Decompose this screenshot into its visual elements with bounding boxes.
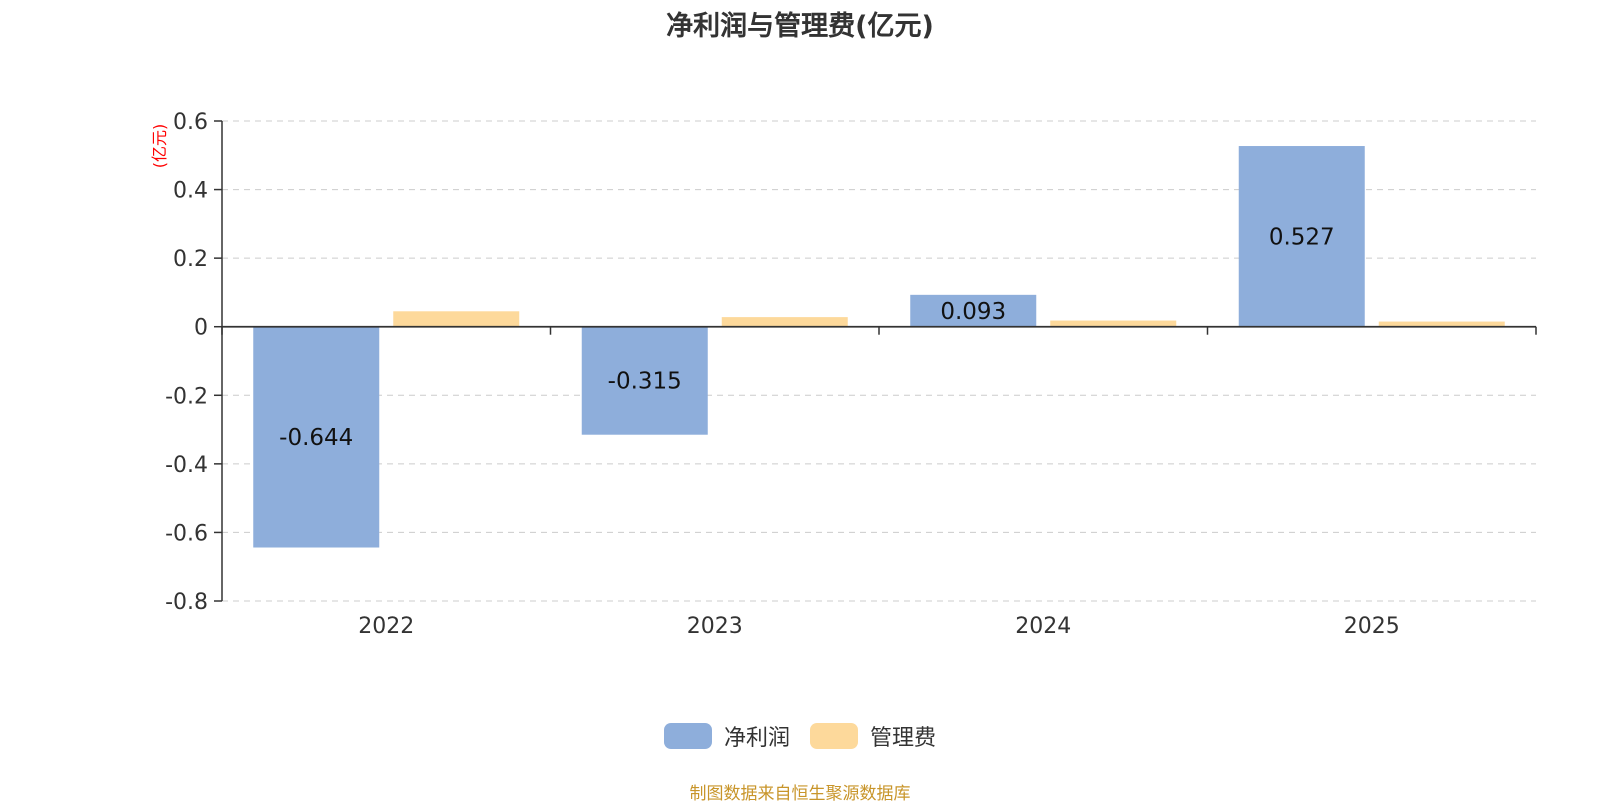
source-note: 制图数据来自恒生聚源数据库 — [689, 784, 911, 804]
y-tick-label: 0.2 — [173, 247, 208, 272]
x-tick-label: 2024 — [1015, 614, 1071, 639]
legend-item-admin-expense[interactable]: 管理费 — [810, 720, 936, 752]
bar-admin-expense — [1378, 321, 1505, 327]
y-tick-label: 0.6 — [173, 110, 208, 135]
legend-item-net-profit[interactable]: 净利润 — [663, 720, 790, 752]
data-label: 0.093 — [940, 299, 1006, 325]
bar-admin-expense — [721, 317, 848, 327]
bar-admin-expense — [393, 311, 520, 327]
data-label: -0.644 — [279, 425, 353, 451]
legend: 净利润 管理费 — [0, 720, 1600, 752]
bar-chart: 0.6 0.4 0.2 0 -0.2 -0.4 -0.6 -0.8 (亿元) -0.644 2022… — [150, 110, 1537, 639]
legend-swatch-admin-expense — [810, 723, 858, 749]
y-tick-label: -0.2 — [165, 384, 208, 409]
y-tick-label: -0.8 — [165, 590, 208, 615]
y-axis-label: (亿元) — [150, 124, 169, 169]
bar-net-profit — [253, 326, 380, 548]
x-tick-label: 2025 — [1344, 614, 1400, 639]
y-tick-label: -0.6 — [165, 521, 208, 546]
bar-net-profit — [1238, 146, 1365, 327]
data-label: 0.527 — [1269, 224, 1335, 250]
chart-title: 净利润与管理费(亿元) — [666, 11, 934, 42]
y-tick-label: 0 — [194, 316, 208, 341]
data-label: -0.315 — [608, 369, 682, 395]
legend-label-admin-expense: 管理费 — [870, 726, 937, 751]
bar-net-profit — [581, 326, 708, 435]
legend-label-net-profit: 净利润 — [723, 726, 790, 751]
legend-swatch-net-profit — [663, 723, 712, 749]
y-tick-label: 0.4 — [173, 179, 208, 204]
bar-admin-expense — [1050, 320, 1177, 327]
bar-net-profit — [910, 294, 1037, 327]
y-tick-label: -0.4 — [165, 453, 208, 478]
x-tick-label: 2023 — [687, 614, 743, 639]
x-tick-label: 2022 — [358, 614, 414, 639]
